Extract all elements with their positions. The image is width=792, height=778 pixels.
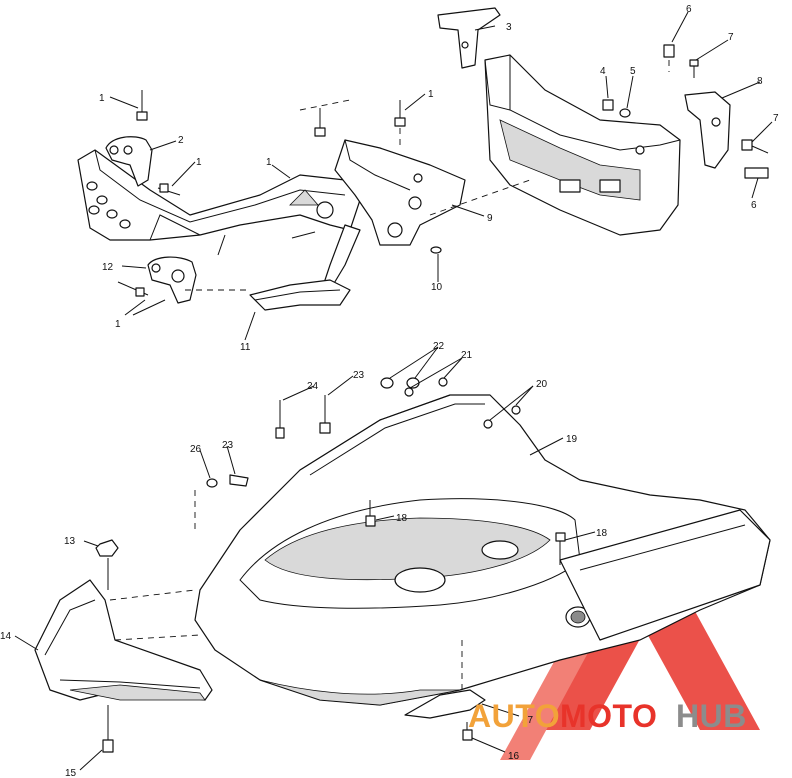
callout-24: 24: [307, 381, 319, 392]
callout-21: 21: [461, 350, 473, 361]
callout-13: 13: [64, 536, 76, 547]
callout-1-top-left: 1: [99, 93, 105, 104]
callout-6-right: 6: [751, 200, 757, 211]
callout-7-top: 7: [728, 32, 734, 43]
callout-18-left: 18: [396, 513, 408, 524]
bracket-12: [147, 256, 197, 304]
rear-cross-member: [484, 54, 681, 236]
fasteners-18-23-24-26: [194, 395, 566, 565]
callout-4: 4: [600, 66, 606, 77]
callout-14: 14: [0, 631, 12, 642]
bracket-2: [105, 136, 153, 187]
callout-20: 20: [536, 379, 548, 390]
callout-3: 3: [506, 22, 512, 33]
bolt-15: [102, 705, 114, 753]
callout-5: 5: [630, 66, 636, 77]
callout-8: 8: [757, 76, 763, 87]
callout-11: 11: [240, 342, 251, 353]
callout-26: 26: [190, 444, 202, 455]
callout-1-frame: 1: [266, 157, 272, 168]
callout-7-right: 7: [773, 113, 779, 124]
callout-1-top-center: 1: [428, 89, 434, 100]
skid-plate-17: [404, 640, 486, 719]
bolts-1: [117, 90, 406, 297]
callout-labels: 1 2 1 1 1 3 4 5 6 7 8 7 6 9 10 11 12 1 1…: [0, 4, 779, 778]
nut-13: [95, 539, 119, 590]
callout-1-mid-left: 1: [196, 157, 202, 168]
callout-6-top: 6: [686, 4, 692, 15]
callout-15: 15: [65, 768, 77, 778]
watermark-auto: AUTO: [468, 698, 560, 734]
callout-23-top: 23: [353, 370, 365, 381]
watermark-hub: HUB: [676, 698, 747, 734]
washer-10: [430, 246, 442, 254]
hood-belly-pan: [194, 377, 771, 706]
front-bumper-14: [34, 579, 213, 701]
callout-19: 19: [566, 434, 578, 445]
callout-9: 9: [487, 213, 493, 224]
bracket-3: [437, 7, 501, 69]
fasteners-4-5-6-7: [602, 44, 769, 179]
callout-2: 2: [178, 135, 184, 146]
callout-23-left: 23: [222, 440, 234, 451]
leader-lines: [14, 11, 773, 771]
bracket-8: [684, 91, 731, 169]
callout-18-right: 18: [596, 528, 608, 539]
bracket-9: [334, 139, 466, 246]
bracket-11: [185, 279, 351, 311]
callout-17: 17: [522, 715, 534, 726]
watermark-text: AUTO MOTO HUB: [468, 698, 747, 734]
watermark-moto: MOTO: [560, 698, 657, 734]
bolt-16: [462, 722, 473, 741]
callout-12: 12: [102, 262, 114, 273]
steering-support-frame: [77, 149, 361, 296]
assembly-lines-top: [299, 99, 531, 216]
callout-16: 16: [508, 751, 520, 762]
callout-22: 22: [433, 341, 445, 352]
callout-1-bottom-left: 1: [115, 319, 121, 330]
callout-10: 10: [431, 282, 443, 293]
